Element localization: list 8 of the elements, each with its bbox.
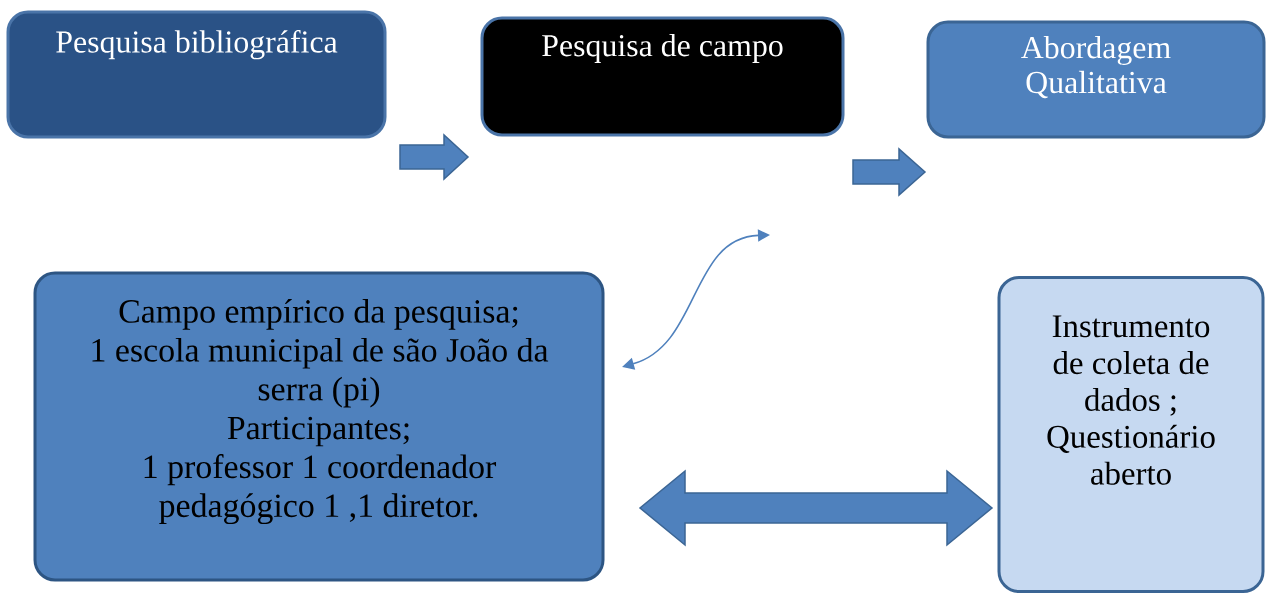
block-arrow <box>638 469 994 547</box>
block-arrow <box>399 133 470 181</box>
process-box: Pesquisa de campo <box>480 16 845 137</box>
process-box: Campo empírico da pesquisa; 1 escola municipal de são João da serra (pi) Participantes; 1 professor 1 coordenador pedagógico 1 ,1 diretor. <box>33 271 605 582</box>
process-box: Pesquisa bibliográfica <box>6 10 387 139</box>
process-box: Abordagem Qualitativa <box>926 20 1266 139</box>
process-box: Instrumento de coleta de dados ; Questionário aberto <box>997 276 1265 593</box>
block-arrow <box>852 147 927 197</box>
